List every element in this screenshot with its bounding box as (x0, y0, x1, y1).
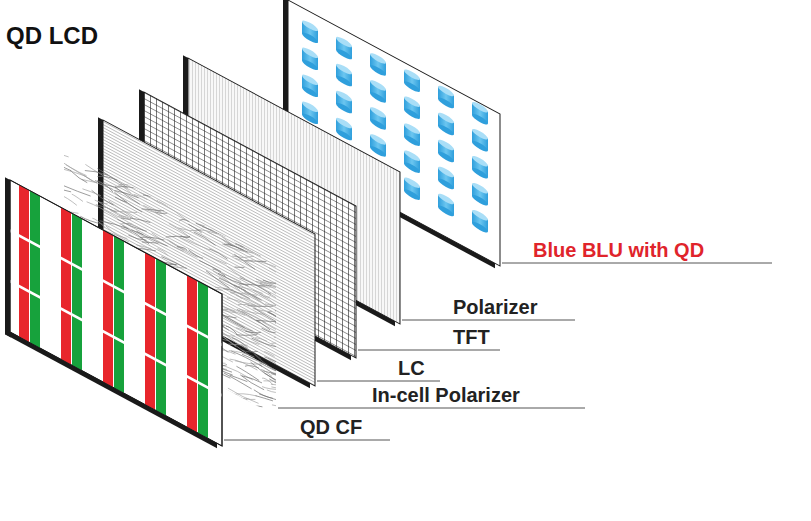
quantum-dot-led (370, 51, 386, 78)
quantum-dot-led (472, 100, 488, 127)
quantum-dot-led (472, 208, 488, 235)
quantum-dot-led (370, 78, 386, 105)
layer-label: Blue BLU with QD (533, 240, 704, 260)
color-filter-subpixels (10, 180, 222, 446)
layer-label: LC (398, 358, 425, 378)
leader-line (278, 408, 585, 409)
quantum-dot-led (472, 181, 488, 208)
leader-line (317, 381, 440, 382)
leader-line (224, 440, 390, 441)
leader-line (358, 350, 500, 351)
quantum-dot-led (302, 19, 318, 46)
quantum-dot-led (438, 138, 454, 165)
quantum-dot-led (404, 94, 420, 121)
layer-label: QD CF (300, 417, 362, 437)
diagram-title: QD LCD (6, 24, 98, 48)
layer-label: Polarizer (453, 297, 537, 317)
quantum-dot-led (302, 73, 318, 100)
quantum-dot-led (404, 67, 420, 94)
plate-border (10, 180, 222, 446)
quantum-dot-led (336, 35, 352, 62)
layer-label: In-cell Polarizer (372, 385, 520, 405)
quantum-dot-led (438, 111, 454, 138)
plate-face (10, 180, 222, 446)
display-layer-plate (5, 177, 222, 451)
quantum-dot-led (404, 175, 420, 202)
quantum-dot-led (302, 46, 318, 73)
leader-line (402, 320, 575, 321)
quantum-dot-led (370, 132, 386, 159)
leader-line (502, 263, 772, 264)
quantum-dot-led (472, 127, 488, 154)
layer-label: TFT (453, 327, 490, 347)
quantum-dot-led (438, 84, 454, 111)
quantum-dot-led (404, 121, 420, 148)
quantum-dot-led (438, 192, 454, 219)
quantum-dot-led (438, 165, 454, 192)
quantum-dot-led (336, 62, 352, 89)
quantum-dot-led (370, 105, 386, 132)
quantum-dot-led (472, 154, 488, 181)
quantum-dot-led (404, 148, 420, 175)
quantum-dot-led (336, 89, 352, 116)
